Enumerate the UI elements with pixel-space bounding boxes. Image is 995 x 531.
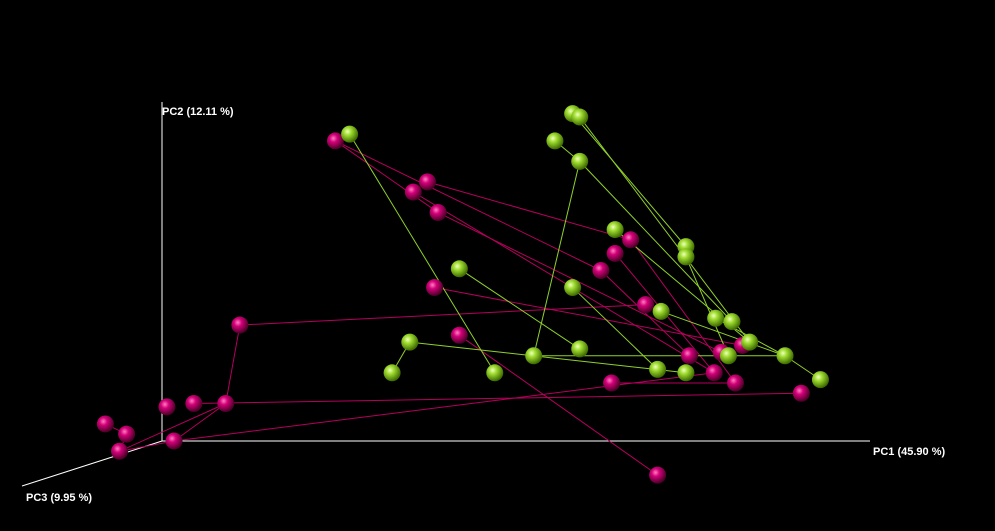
sample-point-magenta[interactable]: [726, 374, 744, 392]
sample-point-magenta[interactable]: [217, 394, 235, 412]
sample-point-green[interactable]: [571, 108, 589, 126]
connection-line: [579, 161, 733, 322]
connection-line: [572, 113, 687, 247]
sample-point-green[interactable]: [811, 371, 829, 389]
sample-point-green[interactable]: [649, 360, 667, 378]
sample-point-green[interactable]: [401, 333, 419, 351]
sample-point-magenta[interactable]: [792, 384, 810, 402]
sample-point-green[interactable]: [677, 248, 695, 266]
sample-point-magenta[interactable]: [165, 432, 183, 450]
connection-line: [225, 324, 241, 404]
sample-point-magenta[interactable]: [404, 183, 422, 201]
sample-point-magenta[interactable]: [649, 466, 667, 484]
connection-line: [335, 140, 602, 271]
sample-point-green[interactable]: [450, 260, 468, 278]
sample-point-magenta[interactable]: [419, 173, 436, 191]
sample-point-magenta[interactable]: [96, 415, 114, 433]
connection-line: [335, 140, 439, 213]
connection-line: [459, 334, 658, 476]
sample-point-magenta[interactable]: [603, 374, 621, 392]
sample-point-green[interactable]: [486, 364, 504, 382]
pc3-axis-label: PC3 (9.95 %): [26, 492, 92, 504]
connection-line: [459, 268, 580, 350]
sample-points-group: [96, 105, 829, 484]
sample-point-green[interactable]: [525, 347, 543, 365]
connection-line: [119, 403, 226, 452]
sample-point-magenta[interactable]: [622, 231, 640, 249]
connection-line: [173, 403, 227, 442]
sample-point-green[interactable]: [546, 132, 564, 150]
connection-line: [579, 116, 751, 343]
sample-point-magenta[interactable]: [637, 296, 655, 314]
sample-point-green[interactable]: [341, 125, 359, 143]
sample-point-magenta[interactable]: [592, 262, 610, 279]
sample-point-magenta[interactable]: [326, 132, 344, 150]
sample-point-green[interactable]: [776, 347, 794, 365]
sample-point-magenta[interactable]: [606, 244, 624, 262]
sample-point-green[interactable]: [652, 302, 670, 320]
sample-point-green[interactable]: [571, 152, 589, 170]
sample-point-magenta[interactable]: [118, 425, 136, 443]
connection-line: [600, 270, 690, 357]
sample-point-magenta[interactable]: [429, 204, 447, 222]
connection-line: [413, 191, 715, 374]
pc3-axis-line: [21, 440, 163, 487]
connection-line: [409, 341, 686, 374]
pc1-axis-label: PC1 (45.90 %): [873, 446, 945, 458]
connection-line: [119, 440, 175, 452]
axes-group: PC1 (45.90 %) PC2 (12.11 %) PC3 (9.95 %): [21, 102, 945, 504]
sample-connections-group: [105, 113, 821, 476]
sample-point-green[interactable]: [707, 309, 725, 327]
connection-line: [660, 310, 786, 357]
sample-point-green[interactable]: [606, 221, 624, 239]
connection-line: [349, 133, 496, 374]
pc2-axis-label: PC2 (12.11 %): [162, 106, 234, 118]
sample-point-green[interactable]: [571, 340, 589, 358]
connection-line: [572, 287, 658, 370]
sample-point-green[interactable]: [677, 364, 695, 382]
connection-line: [193, 392, 802, 404]
sample-point-green[interactable]: [741, 333, 759, 351]
sample-point-green[interactable]: [564, 279, 582, 297]
sample-point-magenta[interactable]: [680, 347, 698, 365]
connection-line: [533, 161, 581, 356]
sample-point-magenta[interactable]: [185, 394, 203, 412]
connection-line: [427, 181, 631, 241]
sample-point-green[interactable]: [719, 347, 737, 365]
sample-point-magenta[interactable]: [426, 279, 444, 297]
sample-point-magenta[interactable]: [450, 326, 468, 344]
connection-line: [437, 212, 722, 353]
sample-point-magenta[interactable]: [231, 316, 249, 334]
connection-line: [434, 287, 743, 347]
sample-point-magenta[interactable]: [705, 364, 723, 382]
connection-line: [173, 372, 715, 442]
sample-point-green[interactable]: [723, 313, 741, 331]
sample-point-green[interactable]: [383, 364, 401, 382]
sample-point-magenta[interactable]: [111, 442, 129, 460]
sample-point-magenta[interactable]: [158, 398, 176, 416]
connection-line: [239, 304, 646, 326]
